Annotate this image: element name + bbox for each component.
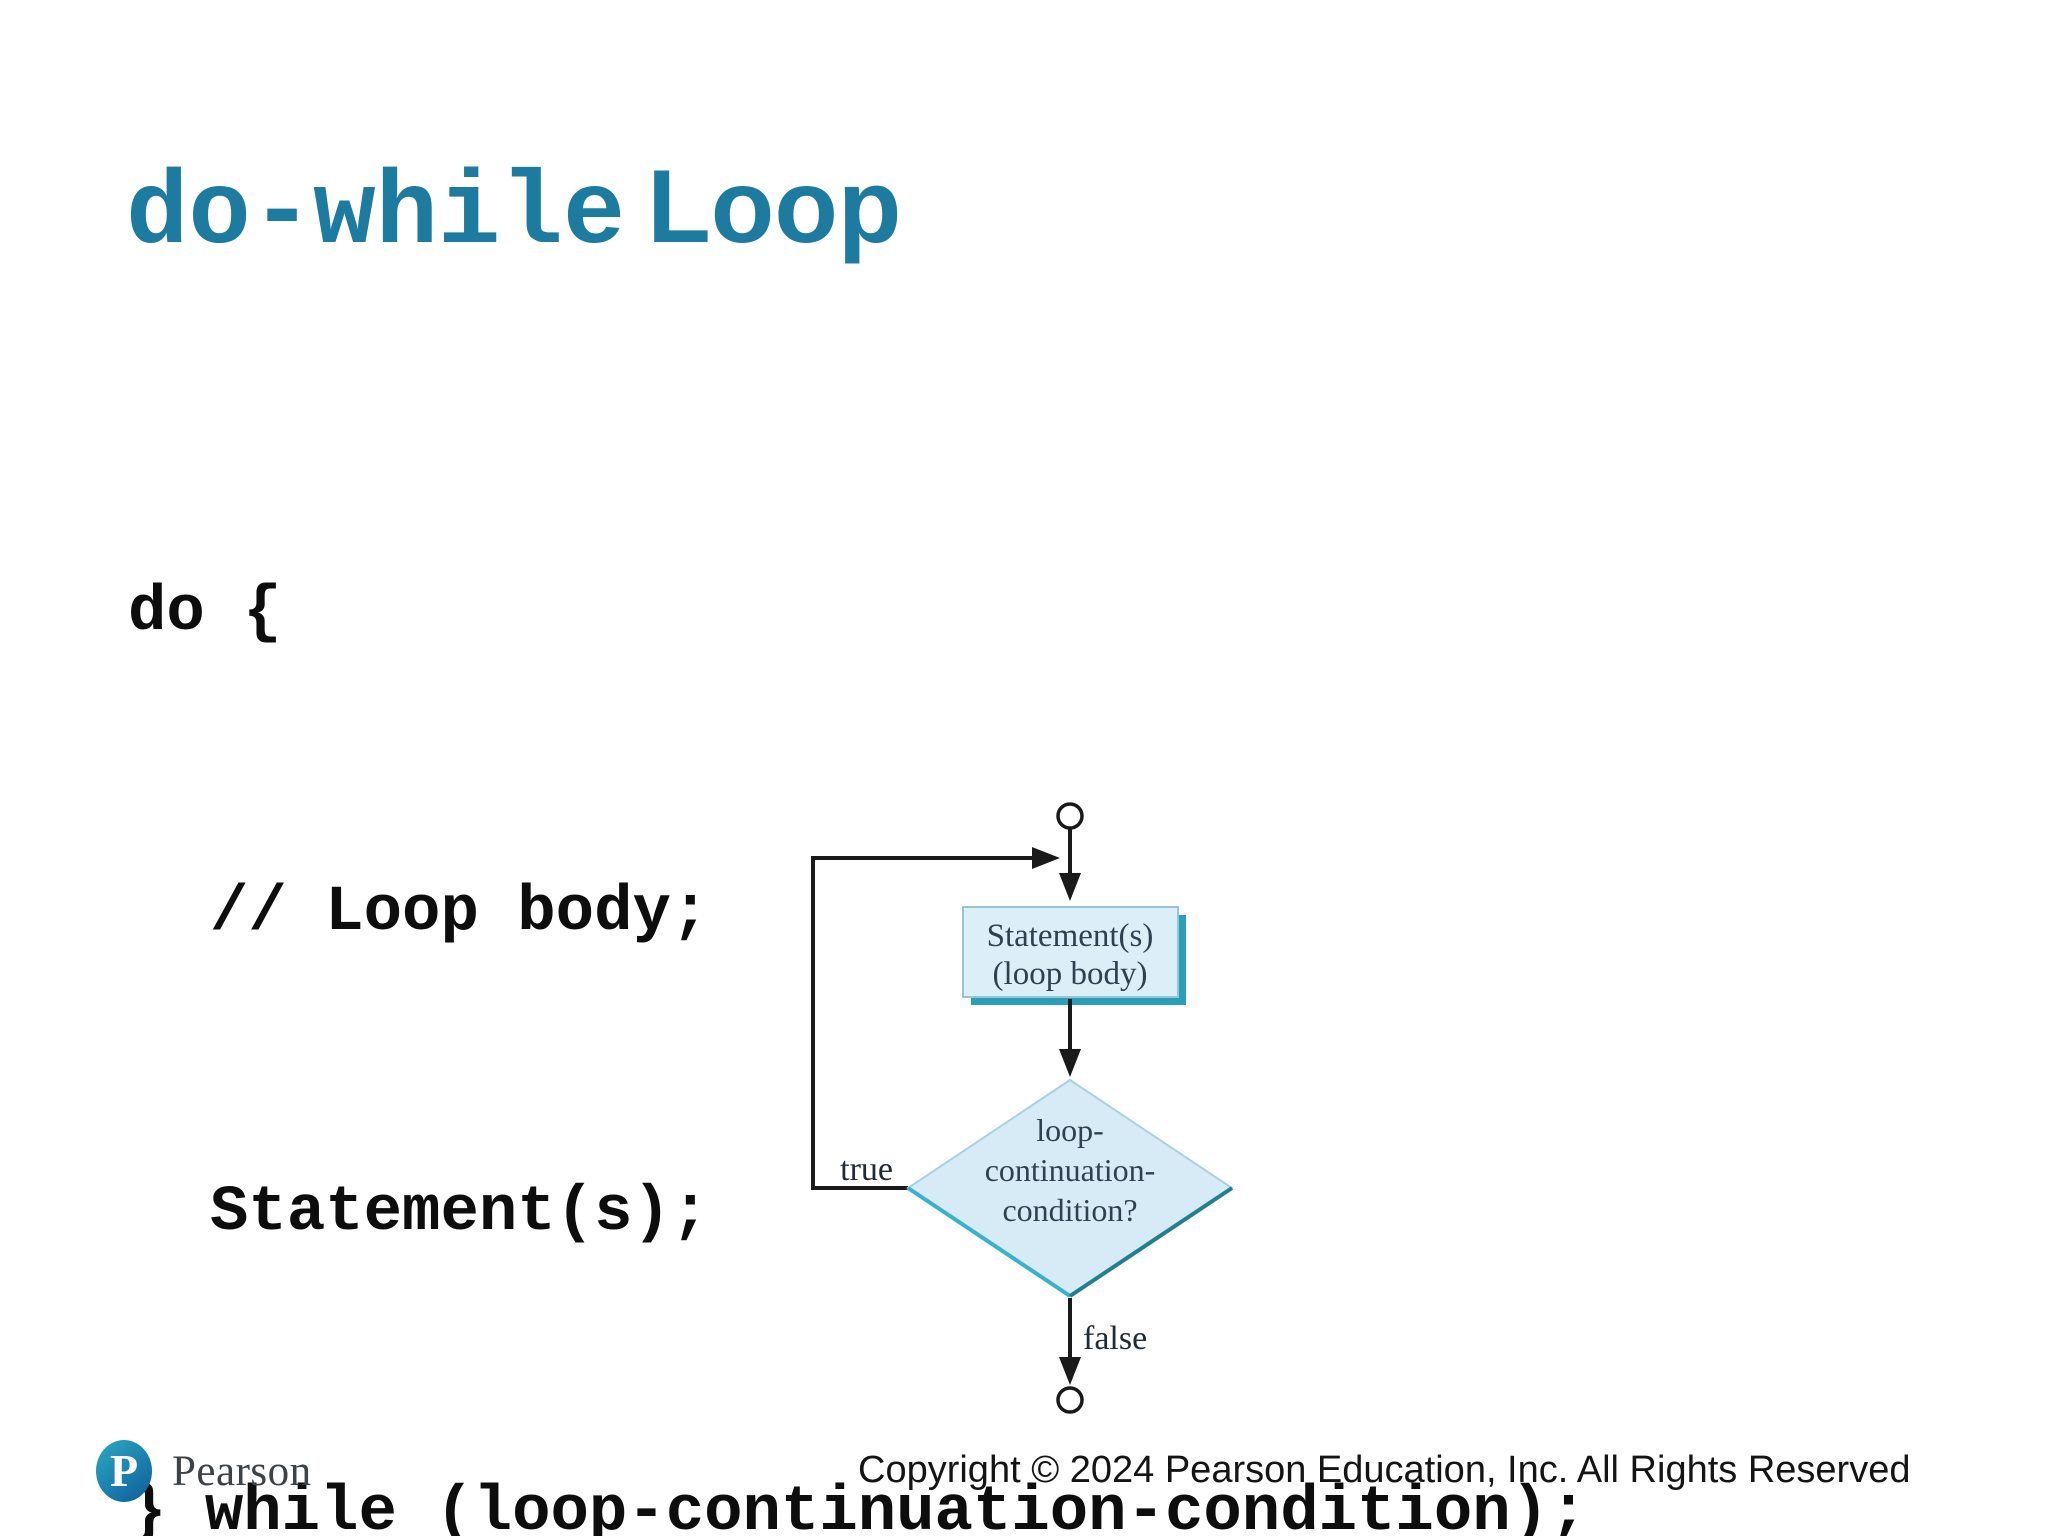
pearson-logo-letter: P [109, 1444, 139, 1496]
statement-box-label-line2: (loop body) [993, 956, 1148, 992]
code-line-4: } while (loop-continuation-condition); [128, 1477, 1588, 1536]
do-while-flowchart-diagram: Statement(s) (loop body) loop- continuat… [811, 802, 1234, 1414]
false-branch-label: false [1083, 1320, 1147, 1357]
start-terminal-icon [1056, 802, 1084, 830]
flow-line-true-loopback [811, 856, 1034, 1190]
pearson-wordmark: Pearson [172, 1448, 312, 1495]
title-word: Loop [647, 149, 902, 265]
arrowhead-loopback-icon [1032, 847, 1060, 869]
end-terminal-icon [1056, 1386, 1084, 1414]
statement-box-label-line1: Statement(s) [987, 918, 1154, 954]
diamond-lower-right-edge [1068, 1186, 1234, 1298]
code-line-3: Statement(s); [210, 1177, 710, 1249]
code-line-1: do { [128, 577, 282, 649]
true-branch-label: true [840, 1151, 893, 1188]
arrowhead-into-box-icon [1059, 873, 1081, 901]
decision-label-line2: continuation- [985, 1152, 1156, 1188]
decision-label-line3: condition? [1002, 1192, 1137, 1228]
decision-label-line1: loop- [1036, 1112, 1104, 1148]
arrowhead-into-diamond-icon [1059, 1049, 1081, 1077]
statement-box [962, 906, 1179, 998]
title-keyword: do-while [126, 156, 626, 274]
diamond-lower-left-edge [906, 1186, 1072, 1298]
code-block: do { // Loop body; Statement(s); } while… [128, 363, 1587, 1536]
copyright-notice: Copyright © 2024 Pearson Education, Inc.… [858, 1449, 1911, 1491]
pearson-logo-icon: P [96, 1440, 152, 1502]
arrowhead-into-end-icon [1059, 1357, 1081, 1385]
code-line-2: // Loop body; [210, 877, 710, 949]
